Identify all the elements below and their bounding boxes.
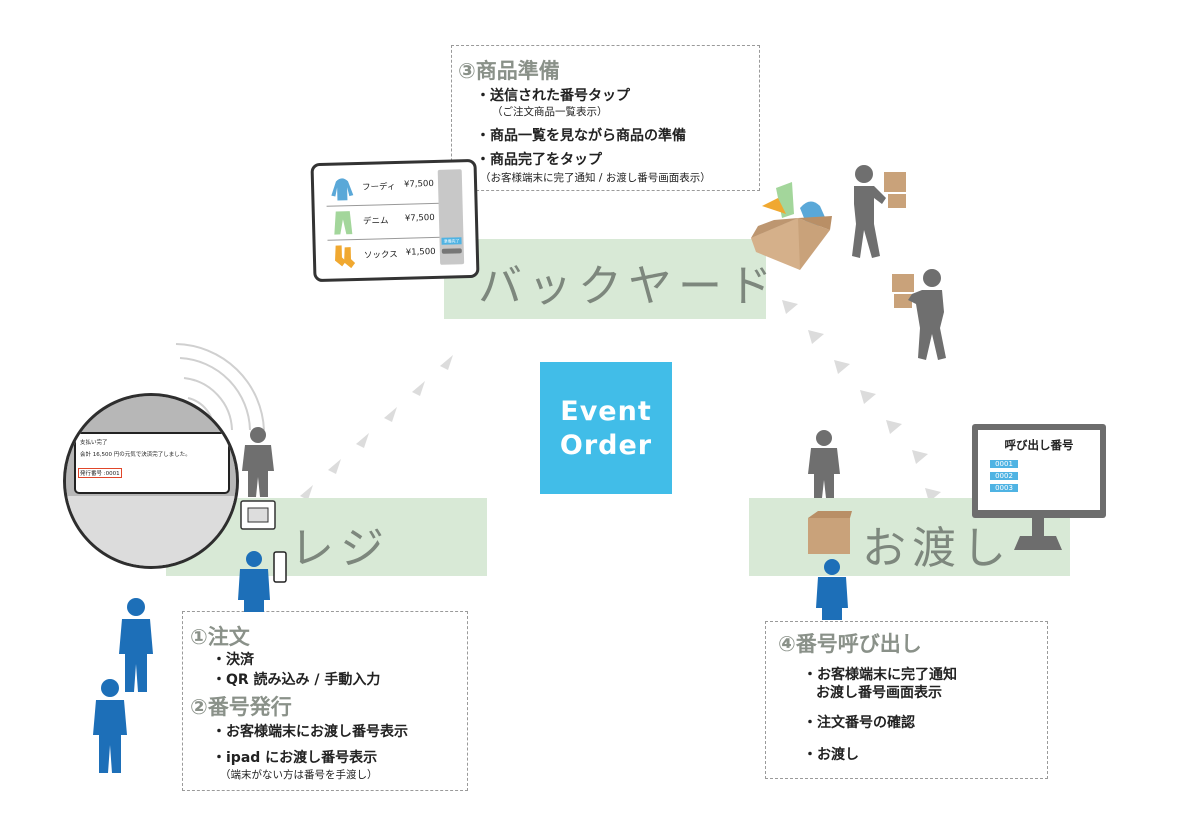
tablet-item-row[interactable]: デニム ¥7,500	[326, 203, 442, 241]
tablet-item-name: ソックス	[363, 249, 398, 261]
handover-label: お渡し	[862, 523, 1012, 574]
staff-carrying-box-icon	[852, 165, 906, 258]
step4-bullet-1b: お渡し番号画面表示	[816, 685, 942, 701]
center-line1: Event	[560, 396, 652, 427]
handover-box-icon	[808, 511, 852, 554]
backyard-tablet: フーディ ¥7,500 デニム ¥7,500 ソックス ¥1,500 準備完了	[310, 158, 480, 283]
step2-note: （端末がない方は番号を手渡し）	[220, 769, 378, 781]
step2-title: ②番号発行	[190, 695, 292, 719]
clothes-box-icon	[751, 182, 832, 270]
step3-bullet-3: ・商品完了をタップ	[476, 152, 602, 168]
monitor-number: 0002	[990, 472, 1018, 480]
step4-bullet-2: ・注文番号の確認	[803, 715, 915, 731]
register-terminal-icon	[240, 500, 276, 530]
register-label: レジ	[290, 523, 390, 574]
customer-with-phone-icon	[238, 551, 287, 612]
step2-bullet-2: ・ipad にお渡し番号表示	[212, 750, 378, 766]
step4-title: ④番号呼び出し	[778, 632, 922, 656]
step3-note-1: （ご注文商品一覧表示）	[492, 106, 608, 118]
step1-bullet-1: ・決済	[212, 652, 254, 668]
monitor-stand-icon	[1014, 518, 1062, 550]
zoom-circle: 支払い完了 会計 16,500 円の元気で決済完了しました。 発行番号 :000…	[63, 393, 239, 569]
monitor-title: 呼び出し番号	[1004, 438, 1074, 452]
customer-icon	[816, 559, 848, 620]
tablet-item-price: ¥1,500	[405, 246, 436, 258]
customer-icon	[93, 679, 127, 773]
monitor-screen: 呼び出し番号 0001 0002 0003	[978, 430, 1100, 510]
staff-carrying-box-icon	[892, 269, 946, 360]
step3-note-2: （お客様端末に完了通知 / お渡し番号画面表示）	[480, 172, 711, 184]
step1-bullet-2: ・QR 読み込み / 手動入力	[212, 672, 381, 688]
secondary-button[interactable]	[441, 248, 462, 254]
step4-bullet-1: ・お客様端末に完了通知	[803, 667, 957, 683]
monitor-number: 0003	[990, 484, 1018, 492]
handover-staff-icon	[808, 430, 840, 498]
center-line2: Order	[559, 430, 653, 461]
step12-box	[182, 611, 468, 791]
denim-icon	[334, 211, 353, 235]
tablet-item-row[interactable]: ソックス ¥1,500	[328, 238, 443, 274]
zoom-terminal-edge	[66, 496, 236, 566]
socks-icon	[335, 245, 356, 269]
call-display-monitor: 呼び出し番号 0001 0002 0003	[972, 424, 1106, 518]
tablet-item-price: ¥7,500	[403, 178, 434, 190]
step4-box	[765, 621, 1048, 779]
complete-button[interactable]: 準備完了	[441, 237, 462, 245]
register-staff-icon	[242, 427, 274, 497]
step3-box	[451, 45, 760, 191]
customer-icon	[119, 598, 153, 692]
tablet-item-row[interactable]: フーディ ¥7,500	[325, 169, 441, 207]
step1-title: ①注文	[190, 625, 250, 649]
step3-title: ③商品準備	[458, 59, 560, 83]
tablet-item-name: デニム	[362, 216, 389, 227]
backyard-zone	[444, 239, 766, 319]
payment-receipt: 支払い完了 会計 16,500 円の元気で決済完了しました。 発行番号 :000…	[74, 432, 230, 494]
step4-bullet-3: ・お渡し	[803, 747, 859, 763]
receipt-issue-number: 発行番号 :0001	[78, 468, 122, 478]
tablet-item-price: ¥7,500	[404, 212, 435, 224]
hoodie-icon	[331, 178, 354, 201]
step2-bullet-1: ・お客様端末にお渡し番号表示	[212, 724, 408, 740]
tablet-item-name: フーディ	[362, 181, 396, 193]
tablet-sidebar: 準備完了	[437, 169, 465, 265]
step3-bullet-2: ・商品一覧を見ながら商品の準備	[476, 128, 686, 144]
receipt-line1: 支払い完了	[80, 440, 108, 446]
receipt-line2: 会計 16,500 円の元気で決済完了しました。	[80, 452, 191, 458]
step3-bullet-1: ・送信された番号タップ	[476, 88, 630, 104]
event-order-box: Event Order	[540, 362, 672, 494]
monitor-number: 0001	[990, 460, 1018, 468]
backyard-label: バックヤード	[478, 261, 778, 312]
